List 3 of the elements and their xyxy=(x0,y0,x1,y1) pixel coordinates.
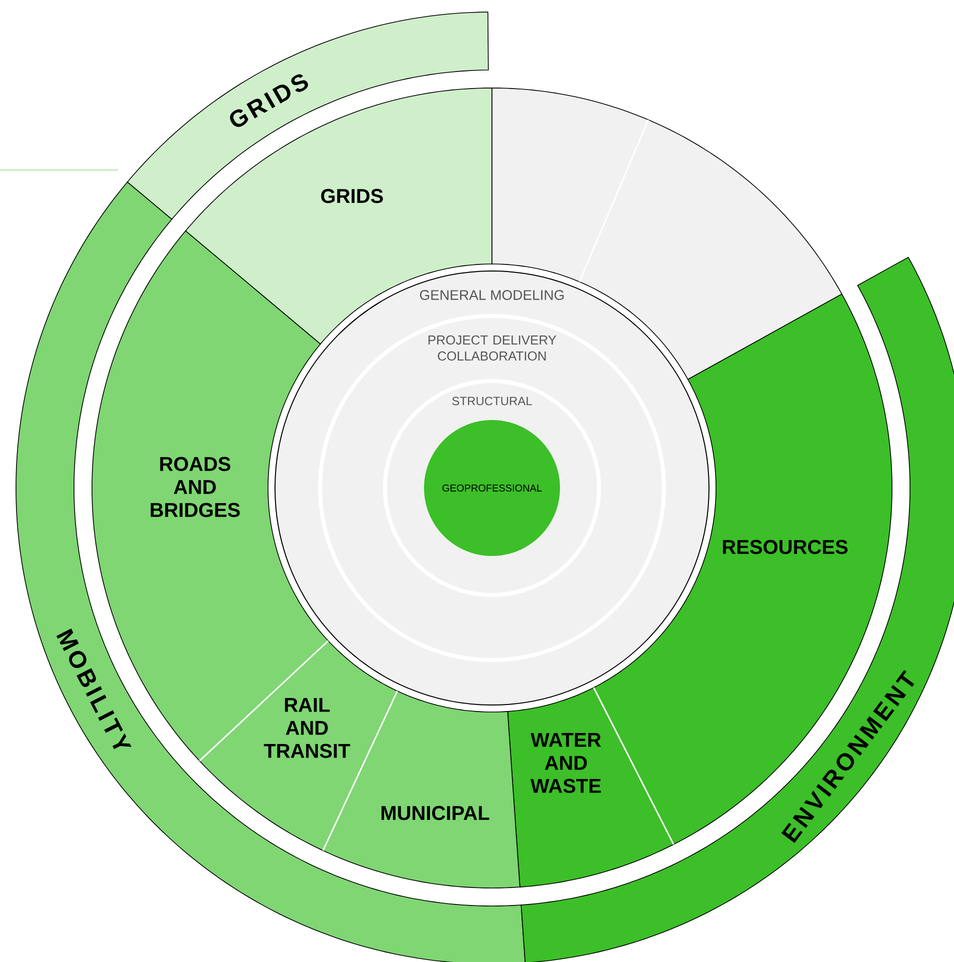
segment xyxy=(579,119,842,380)
segment xyxy=(492,88,649,282)
segment: WATER AND WASTE xyxy=(507,687,674,888)
